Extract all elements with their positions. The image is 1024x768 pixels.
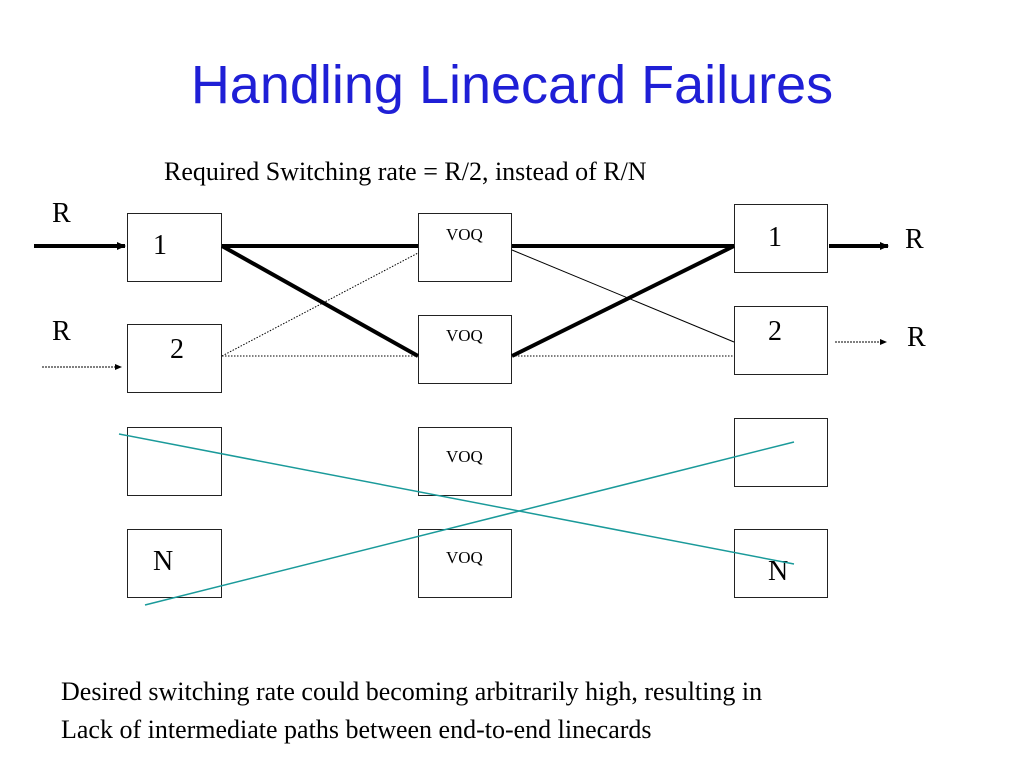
input-linecard-label: 1 xyxy=(153,230,167,261)
input-linecard-3 xyxy=(127,427,222,496)
page-title: Handling Linecard Failures xyxy=(190,55,834,115)
caption-line-2: Lack of intermediate paths between end-t… xyxy=(61,715,652,744)
output-linecard-label: 1 xyxy=(768,222,782,253)
output-rate-label: R xyxy=(905,224,924,255)
input-linecard-label: N xyxy=(153,546,174,577)
caption-line-1: Desired switching rate could becoming ar… xyxy=(61,677,763,706)
middle-linecard-1 xyxy=(418,213,512,282)
input-rate-label: R xyxy=(52,198,71,229)
voq-label: VOQ xyxy=(446,447,483,466)
path-voq1-out2 xyxy=(511,249,735,343)
input-linecard-n xyxy=(127,529,222,598)
path-in2-voq1 xyxy=(221,252,419,357)
voq-label: VOQ xyxy=(446,225,483,244)
input-linecard-label: 2 xyxy=(170,334,184,365)
output-linecard-label: N xyxy=(768,556,789,587)
input-linecard-2 xyxy=(127,324,222,393)
middle-linecard-2 xyxy=(418,315,512,384)
output-rate-label: R xyxy=(907,322,926,353)
subtitle: Required Switching rate = R/2, instead o… xyxy=(164,157,647,186)
output-linecard-2 xyxy=(734,306,828,375)
output-linecard-1 xyxy=(734,204,828,273)
input-rate-label: R xyxy=(52,316,71,347)
voq-label: VOQ xyxy=(446,548,483,567)
path-in1-voq2 xyxy=(221,244,419,358)
path-voq2-out1 xyxy=(511,244,735,358)
output-linecard-label: 2 xyxy=(768,316,782,347)
input-linecard-1 xyxy=(127,213,222,282)
output-linecard-3 xyxy=(734,418,828,487)
voq-label: VOQ xyxy=(446,326,483,345)
